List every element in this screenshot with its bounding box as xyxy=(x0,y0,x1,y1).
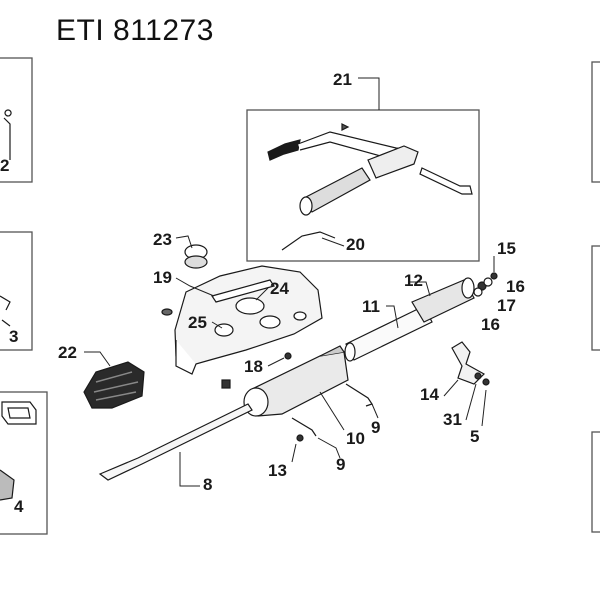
cylinder-end xyxy=(299,196,313,216)
callout-9-lower: 9 xyxy=(336,455,345,474)
cap-23-base xyxy=(184,255,208,269)
leader-24 xyxy=(255,287,269,301)
cable-20 xyxy=(281,231,336,251)
leader-18 xyxy=(267,357,285,367)
handle-bolt xyxy=(419,167,473,195)
left-bottom-panel xyxy=(0,391,48,535)
callout-8: 8 xyxy=(203,475,212,494)
callout-22: 22 xyxy=(58,343,77,362)
leader-9-lower xyxy=(317,437,341,459)
bolt-18 xyxy=(284,352,292,360)
callout-16-upper: 16 xyxy=(506,277,525,296)
handle-bracket xyxy=(367,145,419,179)
leader-25 xyxy=(211,321,223,329)
leader-5 xyxy=(481,389,487,427)
shaft-11-end xyxy=(344,342,356,362)
leader-9-upper xyxy=(371,403,379,419)
leader-31 xyxy=(465,383,477,421)
leader-10 xyxy=(319,391,345,431)
callout-25: 25 xyxy=(188,313,207,332)
right-mid-panel xyxy=(591,245,600,351)
leader-11 xyxy=(386,305,399,329)
handle-nut xyxy=(341,123,350,131)
leader-20 xyxy=(321,237,345,247)
callout-19: 19 xyxy=(153,268,172,287)
callout-9-upper: 9 xyxy=(371,418,380,437)
leader-22 xyxy=(84,351,111,367)
cover-hole-2 xyxy=(259,315,281,329)
cover-bracket xyxy=(175,340,197,375)
right-top-panel xyxy=(591,61,600,183)
nut-18 xyxy=(221,379,231,389)
nut-15 xyxy=(490,272,498,280)
side-label-2: 2 xyxy=(0,156,9,175)
leader-8 xyxy=(179,452,200,487)
callout-13: 13 xyxy=(268,461,287,480)
rubber-boot xyxy=(83,361,145,409)
callout-14: 14 xyxy=(420,385,439,404)
left-top-part xyxy=(3,109,12,160)
left-mid-panel xyxy=(0,231,33,351)
leader-12 xyxy=(408,281,431,297)
handle-cylinder xyxy=(303,167,371,213)
screw-head xyxy=(161,308,173,316)
callout-31: 31 xyxy=(443,410,462,429)
handle-grip xyxy=(267,139,301,161)
tube-12 xyxy=(411,279,475,323)
spring-17 xyxy=(483,277,493,287)
callout-20: 20 xyxy=(346,235,365,254)
leader-19 xyxy=(175,277,215,297)
left-mid-part xyxy=(0,295,11,327)
leader-13 xyxy=(291,443,297,463)
callout-12: 12 xyxy=(404,271,423,290)
cover-slot xyxy=(211,279,275,303)
housing-top xyxy=(319,345,345,357)
leader-21 xyxy=(358,77,380,110)
pin-31 xyxy=(474,372,482,380)
diagram-title: ETI 811273 xyxy=(56,14,214,47)
washer-13 xyxy=(296,434,304,442)
callout-21: 21 xyxy=(333,70,352,89)
cover-hole-1 xyxy=(235,297,265,315)
left-bottom-part-2 xyxy=(0,469,15,501)
inset-box-21 xyxy=(246,109,480,262)
leader-14 xyxy=(443,379,459,397)
boot-ribs xyxy=(93,371,139,401)
callout-23: 23 xyxy=(153,230,172,249)
washer-16b xyxy=(473,287,483,297)
callout-16-lower: 16 xyxy=(481,315,500,334)
left-bottom-part xyxy=(1,401,37,425)
side-label-4: 4 xyxy=(14,497,24,516)
cover-hole-3 xyxy=(293,311,307,321)
bolt-9-lower xyxy=(291,417,317,437)
right-bottom-panel xyxy=(591,431,600,533)
callout-17: 17 xyxy=(497,296,516,315)
callout-10: 10 xyxy=(346,429,365,448)
rod-8 xyxy=(98,403,253,481)
leader-23 xyxy=(175,235,193,249)
callout-11: 11 xyxy=(362,297,380,316)
bolt-9-upper xyxy=(345,383,373,407)
pin-5 xyxy=(482,378,490,386)
callout-5: 5 xyxy=(470,427,479,446)
callout-15: 15 xyxy=(497,239,516,258)
side-label-3: 3 xyxy=(9,327,18,346)
callout-18: 18 xyxy=(244,357,263,376)
tube-12-end xyxy=(461,277,475,299)
callout-24: 24 xyxy=(270,279,289,298)
left-top-panel xyxy=(0,57,33,183)
